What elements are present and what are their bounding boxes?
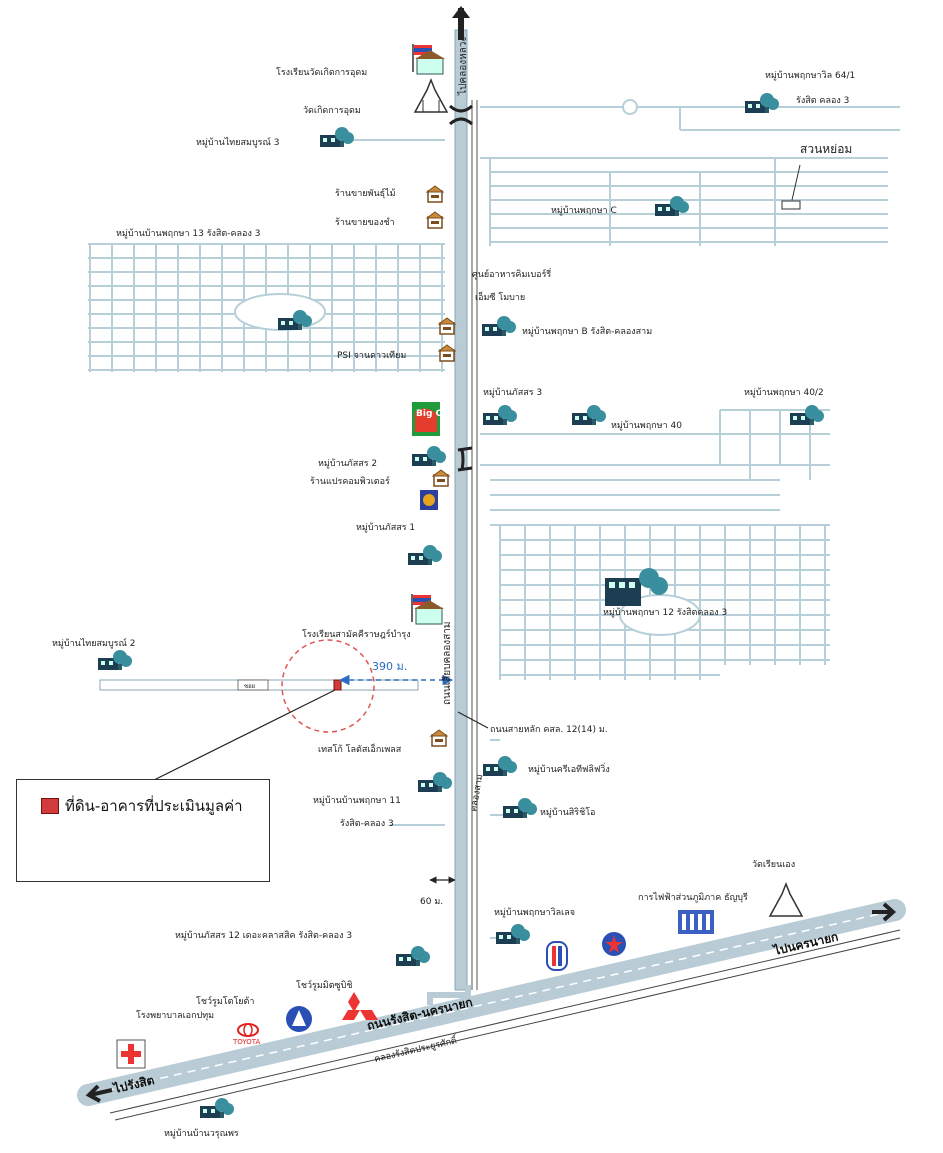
street-grid-upper-right <box>480 106 900 246</box>
village-large-icon <box>605 568 668 606</box>
village-prueksaville-label: หมู่บ้านพฤกษาวิลเลจ <box>494 907 575 918</box>
main-road-vertical <box>454 29 468 991</box>
wat-right-label: วัดเรียนเอง <box>752 859 795 870</box>
showroom-toyota-label: โชว์รูมโตโยต้า <box>196 995 254 1007</box>
arrow-left-icon <box>85 1084 113 1103</box>
school-icon <box>412 44 445 75</box>
village-bottom-label: หมู่บ้านบ้านวรุณพร <box>164 1128 239 1139</box>
village-icon <box>503 798 537 818</box>
shop-goods-label: ร้านขายของชำ <box>335 217 395 228</box>
shop-icon <box>430 729 448 747</box>
village-b-label: หมู่บ้านพฤกษา B รังสิต-คลองสาม <box>522 326 652 337</box>
village-passorn2-label: หมู่บ้านภัสสร 2 <box>318 458 377 469</box>
north-road-label: ไปคลองหลวง <box>457 37 469 96</box>
village-11-sub-label: รังสิต-คลอง 3 <box>340 818 394 829</box>
highway-rangsit-nakhonnayok <box>77 899 906 1121</box>
legend-leader-line <box>149 689 336 783</box>
north-arrow-icon <box>452 6 470 18</box>
district-office-label: การไฟฟ้าส่วนภูมิภาค ธัญบุรี <box>638 892 748 903</box>
shop-computer-label: ร้านแปรคอมพิวเตอร์ <box>310 475 390 487</box>
village-icon <box>396 946 430 966</box>
village-13-label: หมู่บ้านบ้านพฤกษา 13 รังสิต-คลอง 3 <box>116 228 260 239</box>
school-wat-label: โรงเรียนวัดเกิดการอุดม <box>276 67 367 78</box>
subject-radius-circle <box>281 639 375 733</box>
bridge-icon <box>448 104 474 126</box>
park-label: สวนหย่อม <box>800 142 852 156</box>
shop-icon <box>432 469 450 487</box>
shop-icon <box>426 211 444 229</box>
village-64-label: หมู่บ้านพฤกษาวิล 64/1 <box>765 70 855 81</box>
village-40-label: หมู่บ้านพฤกษา 40 <box>611 420 682 431</box>
legend-swatch <box>41 798 59 814</box>
park-icon <box>781 200 801 210</box>
shop-icon <box>426 185 444 203</box>
mitsubishi-logo <box>342 992 378 1020</box>
tesco-label: เทสโก้ โลตัสเอ็กเพลส <box>318 742 402 755</box>
village-c-label: หมู่บ้านพฤกษา C <box>551 205 617 216</box>
road-note-label: ถนนสายหลัก คสล. 12(14) ม. <box>490 725 608 735</box>
ptt-logo <box>546 941 568 971</box>
village-64-sub-label: รังสิต คลอง 3 <box>796 95 849 106</box>
village-icon <box>320 127 354 147</box>
village-icon <box>483 756 517 776</box>
village-icon <box>745 93 779 113</box>
shell-logo <box>420 490 438 510</box>
hospital-icon <box>116 1039 146 1069</box>
village-icon <box>790 405 824 425</box>
village-icon <box>200 1098 234 1118</box>
bigc-logo: Big C <box>412 402 443 436</box>
village-icon <box>408 545 442 565</box>
legend-label: ที่ดิน-อาคารที่ประเมินมูลค่า <box>65 797 243 815</box>
gas-station-logo <box>602 932 626 956</box>
school-2-label: โรงเรียนสามัคคีราษฎร์บำรุง <box>302 628 411 640</box>
village-icon <box>412 446 446 466</box>
wat-label: วัดเกิดการอุดม <box>303 105 361 116</box>
subject-property-marker <box>333 679 342 691</box>
village-creative-label: หมู่บ้านครีเอทีฟลิฟวิ่ง <box>528 762 610 775</box>
temple-icon <box>768 881 804 917</box>
village-passorn3-label: หมู่บ้านภัสสร 3 <box>483 387 542 398</box>
office-building-icon <box>678 910 714 934</box>
hospital-label: โรงพยาบาลเอกปทุม <box>136 1010 214 1021</box>
street-grid-left <box>88 243 445 372</box>
village-thai3-label: หมู่บ้านไทยสมบูรณ์ 3 <box>196 136 279 148</box>
village-icon <box>483 405 517 425</box>
village-40-2-label: หมู่บ้านพฤกษา 40/2 <box>744 387 824 398</box>
school-icon <box>411 594 444 625</box>
mc-label: เอ็มซี โมบาย <box>475 290 525 303</box>
arrow-right-icon <box>872 902 897 922</box>
village-11-label: หมู่บ้านบ้านพฤกษา 11 <box>313 795 401 806</box>
village-siri-label: หมู่บ้านสิริชิโอ <box>540 807 595 818</box>
showroom-mitsu-label: โชว์รูมมิตซูบิชิ <box>296 979 352 991</box>
food-center-label: ศูนย์อาหารคิมเบอร์รี่ <box>472 267 551 280</box>
distance-60-label: 60 ม. <box>420 897 443 907</box>
toyota-logo: TOYOTA <box>232 1023 261 1046</box>
village-icon <box>98 650 132 670</box>
village-passorn12-label: หมู่บ้านภัสสร 12 เดอะคลาสสิค รังสิต-คลอง… <box>175 930 352 941</box>
temple-icon <box>413 77 449 113</box>
village-thai2-label: หมู่บ้านไทยสมบูรณ์ 2 <box>52 637 135 649</box>
nissan-logo <box>286 1006 312 1032</box>
main-road-label: ถนนเลียบคลองสาม <box>441 622 453 706</box>
svg-text:Big C: Big C <box>416 409 443 419</box>
distance-390-label: 390 ม. <box>372 660 407 673</box>
legend: ที่ดิน-อาคารที่ประเมินมูลค่า <box>16 779 270 882</box>
psi-label: PSI จานดาวเทียม <box>337 350 406 361</box>
village-icon <box>496 924 530 944</box>
shop-furniture-label: ร้านขายพันธุ์ไม้ <box>335 187 396 199</box>
village-12-label: หมู่บ้านพฤกษา 12 รังสิตคลอง 3 <box>603 607 727 618</box>
soi-label: ซอย <box>244 683 255 690</box>
bridge-icon-2 <box>457 446 473 472</box>
village-icon <box>482 316 516 336</box>
village-passorn1-label: หมู่บ้านภัสสร 1 <box>356 522 415 533</box>
toyota-label: TOYOTA <box>232 1038 261 1046</box>
village-icon <box>418 772 452 792</box>
village-icon <box>572 405 606 425</box>
